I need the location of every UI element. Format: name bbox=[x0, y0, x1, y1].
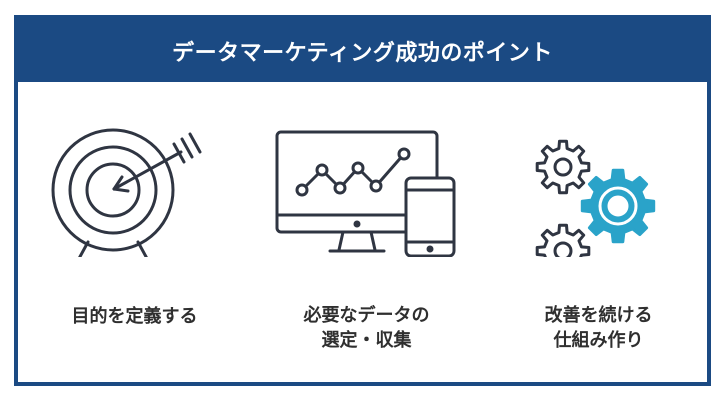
page-title: データマーケティング成功のポイント bbox=[172, 40, 553, 66]
infographic-frame: データマーケティング成功のポイント 目的を定義する bbox=[14, 15, 711, 386]
gear-small-top bbox=[535, 139, 591, 195]
gear-accent-large bbox=[580, 168, 656, 244]
gear-small-bottom bbox=[535, 223, 591, 257]
label-improvement: 改善を続ける 仕組み作り bbox=[544, 305, 653, 351]
point-item-improvement: 改善を続ける 仕組み作り bbox=[482, 82, 715, 386]
label-select-data: 必要なデータの 選定・収集 bbox=[303, 305, 430, 351]
monitor-phone-chart-icon bbox=[250, 82, 483, 257]
target-arrow-icon bbox=[18, 82, 251, 257]
label-define-goal: 目的を定義する bbox=[71, 306, 198, 327]
header-banner: データマーケティング成功のポイント bbox=[18, 19, 707, 82]
point-item-select-data: 必要なデータの 選定・収集 bbox=[250, 82, 483, 386]
gears-icon bbox=[482, 82, 715, 257]
point-item-define-goal: 目的を定義する bbox=[18, 82, 251, 386]
